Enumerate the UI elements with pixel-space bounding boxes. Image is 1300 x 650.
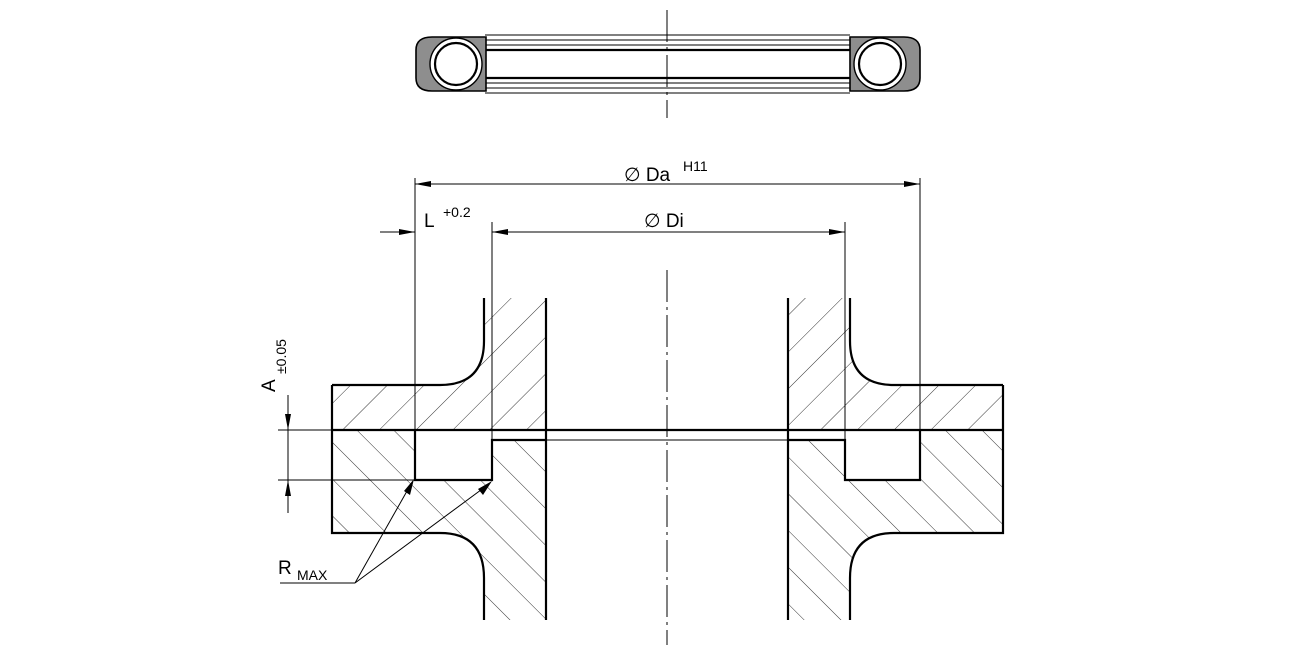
section-view	[330, 270, 1005, 645]
seal-left-spring	[433, 41, 479, 87]
dimension-l-label: L +0.2	[424, 204, 471, 232]
right-groove	[788, 430, 922, 482]
da-tolerance: H11	[683, 158, 708, 174]
dimension-da-label: ∅ Da H11	[624, 158, 708, 186]
seal-right-spring	[857, 41, 903, 87]
left-upper-section	[332, 298, 546, 430]
dimension-di-label: ∅ Di	[644, 211, 684, 232]
right-lower-section	[788, 430, 1003, 620]
right-upper-section	[788, 298, 1003, 430]
left-groove	[413, 430, 546, 482]
dimension-a-label: A ±0.05	[259, 339, 289, 392]
a-tolerance: ±0.05	[273, 339, 289, 374]
r-symbol: R	[278, 558, 292, 579]
da-symbol: ∅ Da	[624, 165, 671, 186]
dimension-lines	[278, 178, 921, 584]
l-tolerance: +0.2	[443, 204, 471, 220]
dimension-r-label: R MAX	[278, 558, 328, 583]
r-subscript: MAX	[297, 567, 328, 583]
left-lower-section	[332, 430, 546, 620]
a-symbol: A	[259, 379, 280, 392]
di-symbol: ∅ Di	[644, 211, 684, 232]
seal-profile	[415, 10, 921, 118]
l-symbol: L	[424, 211, 435, 232]
